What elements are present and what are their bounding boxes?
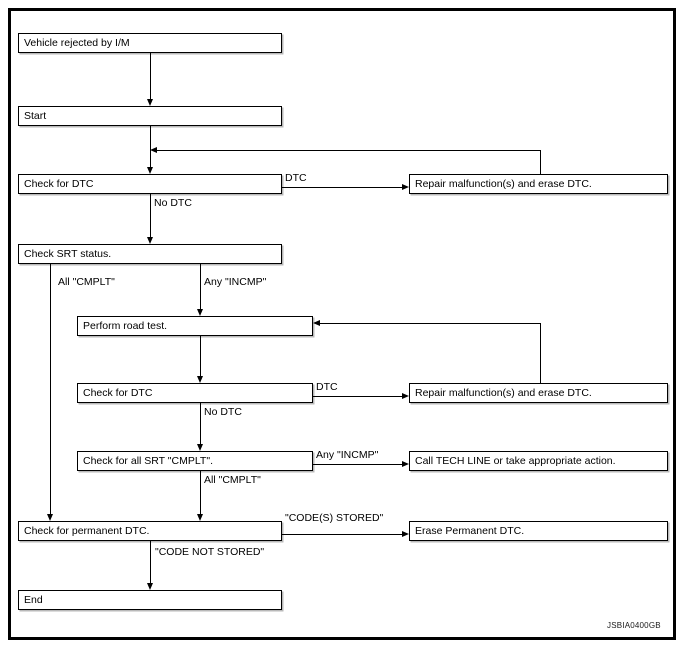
edge-label-no-dtc-2: No DTC bbox=[204, 406, 242, 418]
arrowhead-repair2-return bbox=[313, 319, 320, 326]
node-check-dtc-second[interactable]: Check for DTC bbox=[77, 383, 313, 403]
arrowhead-checkdtc2-to-repair2 bbox=[402, 392, 409, 399]
edge-label-all-cmplt-2: All "CMPLT" bbox=[204, 474, 261, 486]
connector-permanentdtc-to-end bbox=[150, 541, 151, 583]
connector-vehicle-to-start bbox=[150, 53, 151, 99]
edge-label-all-cmplt-1: All "CMPLT" bbox=[58, 276, 115, 288]
figure-frame bbox=[8, 8, 676, 640]
connector-checkdtc2-to-repair2 bbox=[313, 396, 402, 397]
node-call-tech-line[interactable]: Call TECH LINE or take appropriate actio… bbox=[409, 451, 668, 471]
node-vehicle-rejected[interactable]: Vehicle rejected by I/M bbox=[18, 33, 282, 53]
edge-label-code-not-stored: "CODE NOT STORED" bbox=[155, 546, 265, 558]
node-perform-road-test[interactable]: Perform road test. bbox=[77, 316, 313, 336]
node-repair-malfunctions-first[interactable]: Repair malfunction(s) and erase DTC. bbox=[409, 174, 668, 194]
arrowhead-checkdtc1-to-repair1 bbox=[402, 183, 409, 190]
edge-label-any-incmp-2: Any "INCMP" bbox=[316, 449, 379, 461]
arrowhead-repair1-return bbox=[150, 146, 157, 153]
connector-srt-all-cmplt-branch bbox=[50, 264, 51, 514]
arrowhead-srt-all-cmplt-branch bbox=[46, 514, 53, 521]
node-check-all-srt-cmplt[interactable]: Check for all SRT "CMPLT". bbox=[77, 451, 313, 471]
connector-repair1-return-horizontal bbox=[157, 150, 541, 151]
connector-repair2-return-vertical bbox=[540, 323, 541, 383]
edge-label-any-incmp-1: Any "INCMP" bbox=[204, 276, 267, 288]
arrowhead-start-to-check-dtc bbox=[146, 167, 153, 174]
node-erase-permanent-dtc[interactable]: Erase Permanent DTC. bbox=[409, 521, 668, 541]
arrowhead-srtcmplt-to-techline bbox=[402, 460, 409, 467]
node-repair-malfunctions-second[interactable]: Repair malfunction(s) and erase DTC. bbox=[409, 383, 668, 403]
connector-repair1-return-vertical bbox=[540, 150, 541, 174]
connector-roadtest-to-checkdtc2 bbox=[200, 336, 201, 376]
arrowhead-permanentdtc-to-erase bbox=[402, 530, 409, 537]
connector-srt-any-incmp-branch bbox=[200, 264, 201, 309]
edge-label-no-dtc-1: No DTC bbox=[154, 197, 192, 209]
arrowhead-srt-any-incmp-branch bbox=[196, 309, 203, 316]
figure-id-watermark: JSBIA0400GB bbox=[607, 621, 661, 630]
node-check-dtc-first[interactable]: Check for DTC bbox=[18, 174, 282, 194]
connector-checkdtc2-to-srtcmplt bbox=[200, 403, 201, 444]
arrowhead-roadtest-to-checkdtc2 bbox=[196, 376, 203, 383]
connector-repair2-return-horizontal bbox=[320, 323, 541, 324]
node-check-srt-status[interactable]: Check SRT status. bbox=[18, 244, 282, 264]
connector-permanentdtc-to-erase bbox=[282, 534, 402, 535]
edge-label-codes-stored: "CODE(S) STORED" bbox=[285, 512, 384, 524]
node-end[interactable]: End bbox=[18, 590, 282, 610]
edge-label-dtc-2: DTC bbox=[316, 381, 338, 393]
arrowhead-checkdtc2-to-srtcmplt bbox=[196, 444, 203, 451]
connector-checkdtc1-to-srt bbox=[150, 194, 151, 237]
arrowhead-permanentdtc-to-end bbox=[146, 583, 153, 590]
connector-srtcmplt-to-permanentdtc bbox=[200, 471, 201, 514]
edge-label-dtc-1: DTC bbox=[285, 172, 307, 184]
node-start[interactable]: Start bbox=[18, 106, 282, 126]
connector-checkdtc1-to-repair1 bbox=[282, 187, 402, 188]
arrowhead-srtcmplt-to-permanentdtc bbox=[196, 514, 203, 521]
arrowhead-vehicle-to-start bbox=[146, 99, 153, 106]
node-check-permanent-dtc[interactable]: Check for permanent DTC. bbox=[18, 521, 282, 541]
connector-srtcmplt-to-techline bbox=[313, 464, 402, 465]
arrowhead-checkdtc1-to-srt bbox=[146, 237, 153, 244]
